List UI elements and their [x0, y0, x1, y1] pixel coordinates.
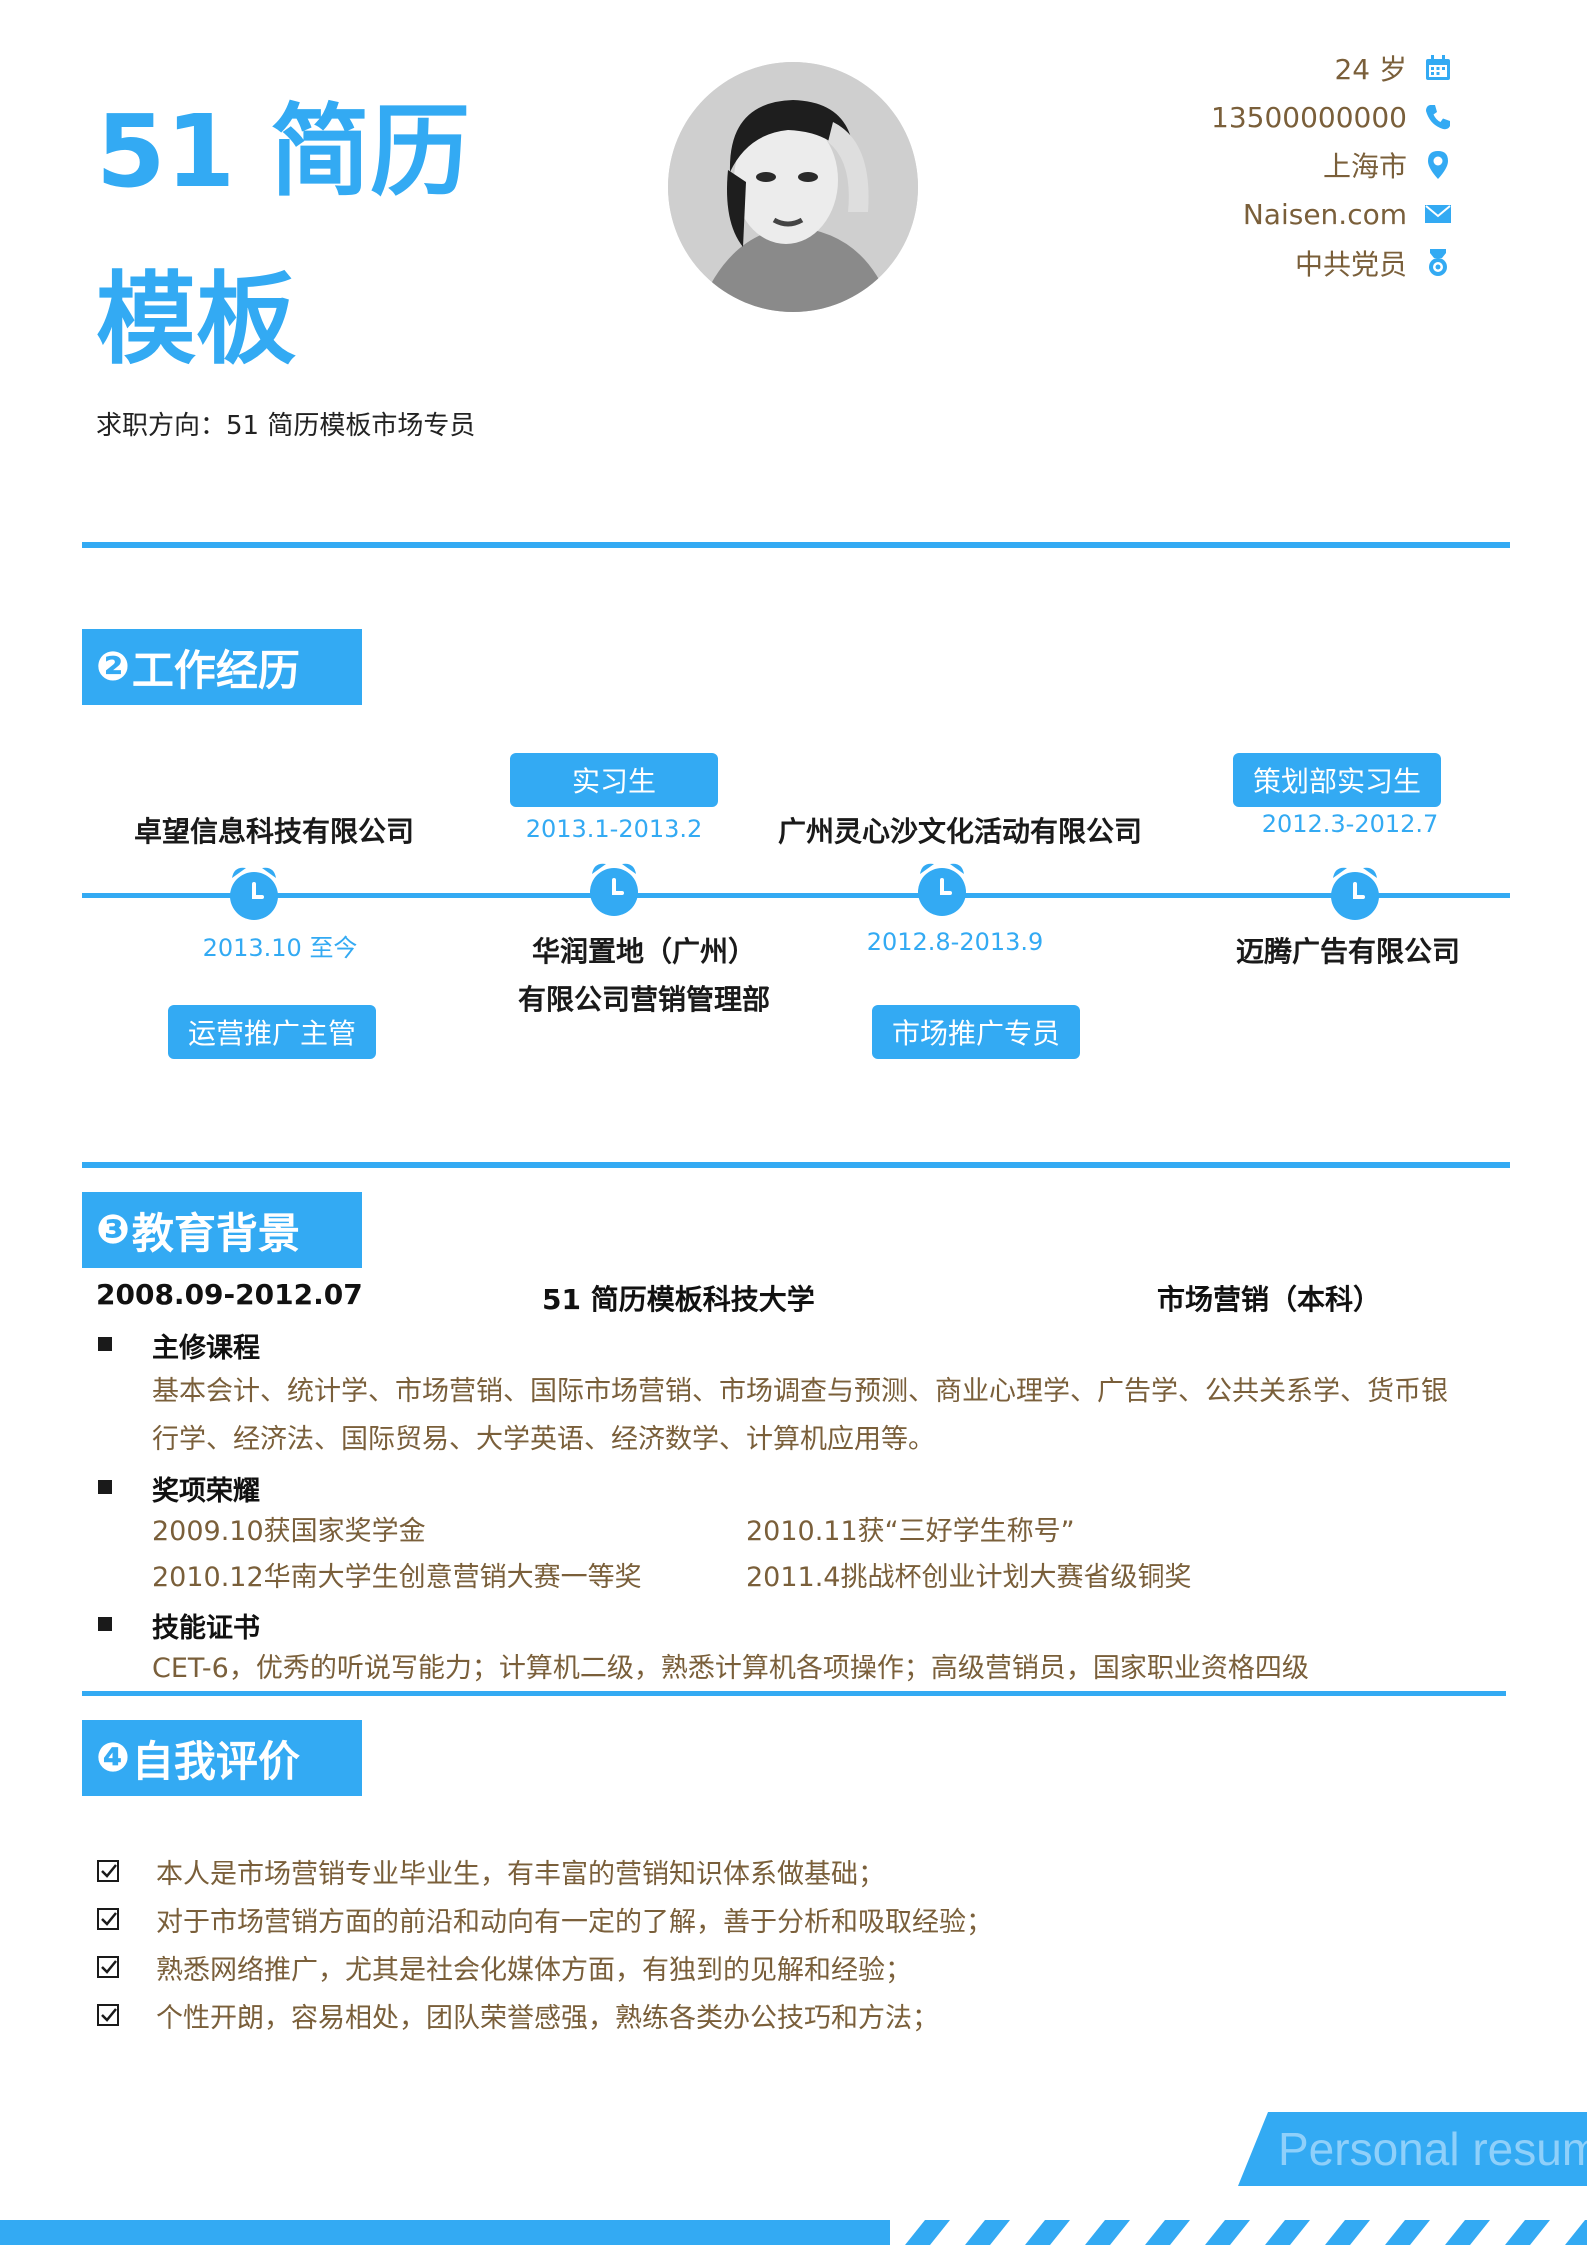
section-self-eval-header: ❹ 自我评价	[82, 1720, 362, 1796]
contact-phone: 13500000000	[1211, 97, 1455, 137]
self-eval-item: 对于市场营销方面的前沿和动向有一定的了解，善于分析和吸取经验；	[96, 1900, 993, 1939]
skills-title: 技能证书	[152, 1613, 260, 1644]
location-icon	[1421, 148, 1455, 182]
self-eval-item: 熟悉网络推广，尤其是社会化媒体方面，有独到的见解和经验；	[96, 1948, 912, 1987]
section-title: 教育背景	[131, 1208, 300, 1258]
contact-politics: 中共党员	[1295, 243, 1455, 283]
timeline-line	[82, 893, 1510, 898]
self-eval-item: 本人是市场营销专业毕业生，有丰富的营销知识体系做基础；	[96, 1852, 885, 1891]
section-education-header: ❸ 教育背景	[82, 1192, 362, 1268]
skills-text: CET-6，优秀的听说写能力；计算机二级，熟悉计算机各项操作；高级营销员，国家职…	[152, 1653, 1309, 1684]
work-company-4: 迈腾广告有限公司	[1235, 935, 1460, 968]
personal-resume-text: Personal resume	[1278, 2123, 1587, 2175]
resume-title-line1: 51 简历	[96, 93, 470, 210]
work-role-2: 实习生	[510, 753, 718, 807]
footer-stripe-bar	[0, 2220, 1587, 2245]
courses-text-line2: 行学、经济法、国际贸易、大学英语、经济数学、计算机应用等。	[152, 1424, 935, 1455]
education-school: 51 简历模板科技大学	[542, 1283, 815, 1316]
bullet-square	[98, 1480, 112, 1494]
work-date-3: 2012.8-2013.9	[866, 928, 1044, 956]
mail-icon	[1421, 197, 1455, 231]
work-company-1: 卓望信息科技有限公司	[133, 815, 414, 848]
self-eval-item: 个性开朗，容易相处，团队荣誉感强，熟练各类办公技巧和方法；	[96, 1996, 939, 2035]
job-direction: 求职方向：51 简历模板市场专员	[96, 411, 476, 441]
section-number-badge: ❷	[96, 644, 130, 690]
section-title: 自我评价	[131, 1736, 300, 1786]
work-date-2: 2013.1-2013.2	[525, 815, 703, 843]
calendar-icon	[1421, 51, 1455, 85]
divider-header	[82, 542, 1510, 548]
clock-icon	[222, 860, 286, 924]
courses-text-line1: 基本会计、统计学、市场营销、国际市场营销、市场调查与预测、商业心理学、广告学、公…	[152, 1376, 1448, 1407]
award-item: 2009.10获国家奖学金	[152, 1516, 426, 1547]
work-company-3: 广州灵心沙文化活动有限公司	[777, 815, 1142, 848]
work-role-3: 市场推广专员	[872, 1005, 1080, 1059]
clock-icon	[910, 856, 974, 920]
contact-age: 24 岁	[1334, 48, 1455, 88]
bullet-square	[98, 1617, 112, 1631]
section-title: 工作经历	[131, 645, 300, 695]
section-number-badge: ❹	[96, 1735, 130, 1781]
work-date-1: 2013.10 至今	[202, 934, 358, 962]
award-item: 2010.11获“三好学生称号”	[746, 1516, 1075, 1547]
award-item: 2011.4挑战杯创业计划大赛省级铜奖	[746, 1562, 1192, 1593]
education-major: 市场营销（本科）	[1157, 1283, 1382, 1316]
work-company-2-line1: 华润置地（广州）	[531, 935, 756, 968]
work-role-4: 策划部实习生	[1233, 753, 1441, 807]
section-number-badge: ❸	[96, 1207, 130, 1253]
avatar-photo	[668, 62, 918, 312]
award-item: 2010.12华南大学生创意营销大赛一等奖	[152, 1562, 642, 1593]
divider-education	[82, 1691, 1506, 1696]
work-role-1: 运营推广主管	[168, 1005, 376, 1059]
education-period: 2008.09-2012.07	[96, 1278, 363, 1311]
contact-website: Naisen.com	[1243, 194, 1455, 234]
clock-icon	[582, 856, 646, 920]
bullet-square	[98, 1337, 112, 1351]
checkbox-checked-icon	[96, 1859, 122, 1885]
work-company-2-line2: 有限公司营销管理部	[517, 983, 770, 1016]
work-date-4: 2012.3-2012.7	[1261, 810, 1439, 838]
checkbox-checked-icon	[96, 2003, 122, 2029]
medal-icon	[1421, 246, 1455, 280]
clock-icon	[1323, 860, 1387, 924]
courses-title: 主修课程	[152, 1333, 260, 1364]
awards-title: 奖项荣耀	[152, 1476, 260, 1507]
checkbox-checked-icon	[96, 1955, 122, 1981]
personal-resume-tag: Personal resume	[1238, 2112, 1587, 2186]
contact-city: 上海市	[1323, 145, 1455, 185]
checkbox-checked-icon	[96, 1907, 122, 1933]
phone-icon	[1421, 100, 1455, 134]
section-work-header: ❷ 工作经历	[82, 629, 362, 705]
divider-work	[82, 1162, 1510, 1168]
resume-title-line2: 模板	[96, 261, 296, 378]
